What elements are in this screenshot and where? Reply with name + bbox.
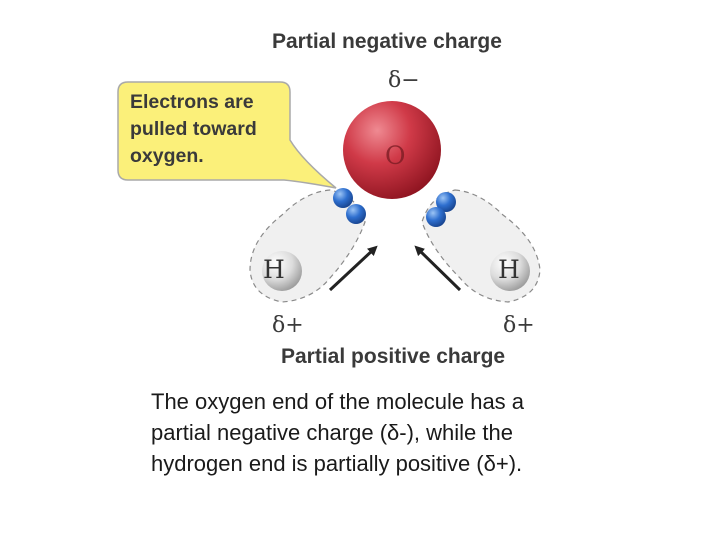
partial-positive-title: Partial positive charge bbox=[281, 345, 506, 368]
oxygen-label: O bbox=[385, 141, 406, 170]
hydrogen-atom-left bbox=[262, 251, 302, 291]
arrow-left bbox=[328, 245, 378, 292]
electron bbox=[426, 207, 446, 227]
callout-bubble bbox=[117, 81, 337, 189]
delta-positive-right-label: δ+ bbox=[503, 313, 535, 338]
delta-positive-left-label: δ+ bbox=[272, 313, 304, 338]
delta-negative-label: δ− bbox=[388, 68, 420, 93]
arrow-right bbox=[414, 245, 462, 292]
electron bbox=[346, 204, 366, 224]
caption-text: The oxygen end of the molecule has a par… bbox=[151, 389, 525, 476]
hydrogen-atom-right bbox=[490, 251, 530, 291]
hydrogen-right-label: H bbox=[498, 255, 520, 284]
callout-text: Electrons are pulled toward oxygen. bbox=[130, 91, 257, 167]
oxygen-atom bbox=[343, 101, 441, 199]
electron bbox=[333, 188, 353, 208]
partial-negative-title: Partial negative charge bbox=[272, 30, 502, 53]
hydrogen-left-label: H bbox=[263, 255, 285, 284]
electron bbox=[436, 192, 456, 212]
bond-orbital-left bbox=[249, 189, 366, 303]
